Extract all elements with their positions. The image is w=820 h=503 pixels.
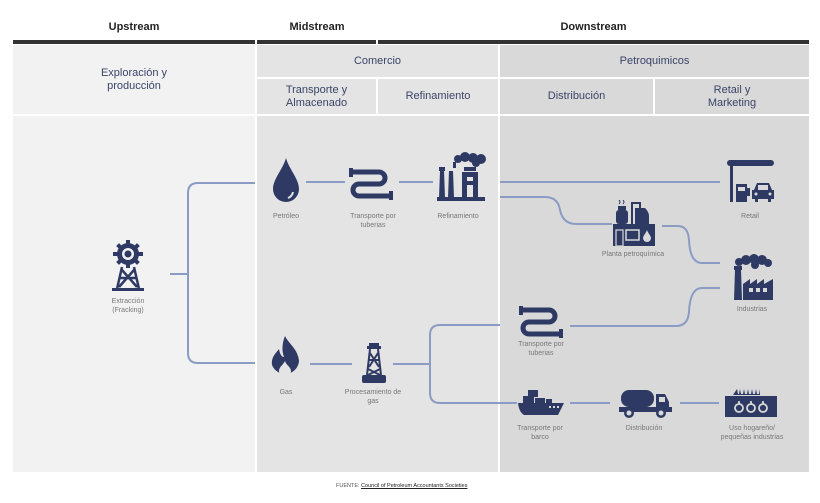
label-extraccion: Extracción (Fracking) xyxy=(111,298,145,314)
gas-station-icon xyxy=(727,160,774,202)
line-tuberias-industrias xyxy=(570,287,720,327)
label-transporte-barco: Transporte por barco xyxy=(517,425,563,441)
header-petroquimicos: Petroquimicos xyxy=(500,45,809,77)
midstream-bar xyxy=(257,40,376,44)
stage-title-midstream: Midstream xyxy=(289,21,345,33)
gas-processing-tower-icon xyxy=(362,343,386,383)
label-procesamiento: Procesamiento de gas xyxy=(344,389,402,405)
stage-title-upstream: Upstream xyxy=(108,21,160,33)
label-transporte-tuberias-2: Transporte por tuberias xyxy=(518,341,564,357)
downstream-bar xyxy=(378,40,809,44)
oil-drop-icon xyxy=(273,158,299,202)
label-petroleo: Petróleo xyxy=(272,213,300,220)
refinery-icon xyxy=(437,152,486,201)
source-label: FUENTE: xyxy=(336,483,360,489)
stage-title-downstream: Downstream xyxy=(560,21,627,33)
petrochemical-plant-icon xyxy=(613,200,655,246)
cargo-ship-icon xyxy=(518,390,564,415)
upstream-panel xyxy=(13,116,255,472)
label-distribucion: Distribución xyxy=(625,425,663,432)
source-link[interactable]: Council of Petroleum Accountants Societi… xyxy=(361,483,468,489)
pipeline-icon-2 xyxy=(519,306,563,338)
label-uso-hogareno: Uso hogareño/ pequeñas industrias xyxy=(720,425,784,441)
header-retail-marketing: Retail y Marketing xyxy=(655,79,809,114)
factory-icon xyxy=(734,254,773,300)
label-planta: Planta petroquímica xyxy=(601,251,665,258)
header-transporte-almacenado: Transporte y Almacenado xyxy=(257,79,376,114)
line-planta-industrias xyxy=(662,225,720,264)
label-retail: Retail xyxy=(741,213,759,220)
header-exploracion: Exploración y producción xyxy=(13,45,255,114)
gas-flame-icon xyxy=(271,336,299,377)
header-retail-marketing-text: Retail y Marketing xyxy=(707,83,757,109)
header-comercio: Comercio xyxy=(257,45,498,77)
oil-rig-icon xyxy=(112,240,144,291)
stove-icon xyxy=(725,389,777,417)
line-downstream-split xyxy=(429,324,517,404)
label-gas: Gas xyxy=(279,389,293,396)
line-refinamiento-planta xyxy=(500,196,612,225)
label-industrias: Industrias xyxy=(736,306,768,313)
header-refinamiento: Refinamiento xyxy=(378,79,498,114)
line-branch-split xyxy=(187,182,255,364)
midstream-panel xyxy=(257,116,498,472)
source-note: FUENTE: Council of Petroleum Accountants… xyxy=(336,483,467,489)
header-transporte-almacenado-text: Transporte y Almacenado xyxy=(285,83,348,109)
label-refinamiento: Refinamiento xyxy=(437,213,479,220)
header-distribucion: Distribución xyxy=(500,79,653,114)
pipeline-icon xyxy=(349,168,393,200)
label-transporte-tuberias-1: Transporte por tuberias xyxy=(350,213,396,229)
header-exploracion-text: Exploración y producción xyxy=(100,66,168,92)
tanker-truck-icon xyxy=(619,390,672,418)
upstream-bar xyxy=(13,40,255,44)
